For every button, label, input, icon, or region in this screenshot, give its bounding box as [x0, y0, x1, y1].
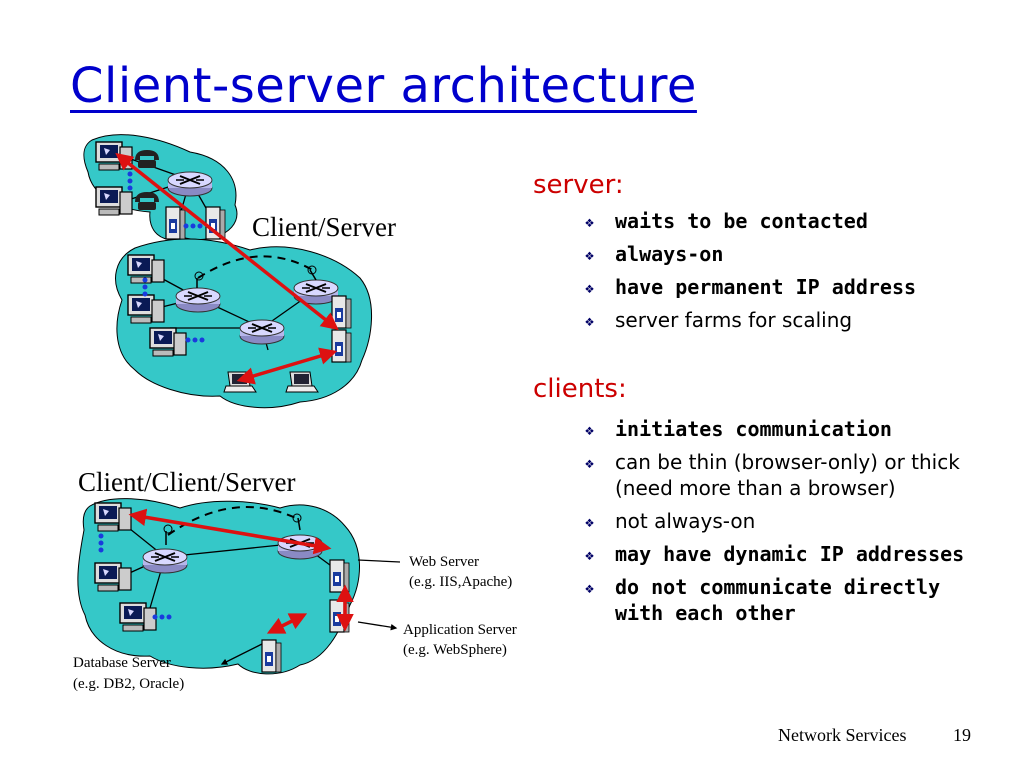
bullet-diamond-icon: ❖ [585, 312, 595, 330]
bullet-text: do not communicate directly with each ot… [615, 575, 941, 625]
bullet-text: may have dynamic IP addresses [615, 542, 965, 566]
bullet-item: ❖ always-on [585, 241, 985, 267]
application-server-label: Application Server (e.g. WebSphere) [403, 622, 520, 658]
client-client-server-label: Client/Client/Server [78, 467, 295, 497]
database-server-label: Database Server (e.g. DB2, Oracle) [73, 655, 184, 692]
bullet-text: server farms for scaling [615, 308, 853, 332]
web-server-label: Web Server (e.g. IIS,Apache) [409, 554, 512, 590]
bullet-item: ❖ server farms for scaling [585, 307, 985, 333]
bullet-diamond-icon: ❖ [585, 579, 595, 597]
clients-bullet-list: ❖ initiates communication ❖ can be thin (br… [585, 416, 985, 633]
bullet-diamond-icon: ❖ [585, 246, 595, 264]
bullet-text: waits to be contacted [615, 209, 868, 233]
bullet-item: ❖ can be thin (browser-only) or thick (ne… [585, 449, 985, 501]
bullet-item: ❖ may have dynamic IP addresses [585, 541, 985, 567]
slide-title: Client-server architecture [70, 58, 697, 114]
bullet-diamond-icon: ❖ [585, 421, 595, 439]
client-server-label: Client/Server [252, 212, 396, 242]
server-heading: server: [533, 170, 624, 200]
clients-heading: clients: [533, 374, 627, 404]
bullet-diamond-icon: ❖ [585, 546, 595, 564]
network-diagram: Client/Server Client/Client/Server Web S… [73, 134, 520, 692]
bullet-text: can be thin (browser-only) or thick (nee… [615, 450, 960, 500]
bullet-item: ❖ initiates communication [585, 416, 985, 442]
bullet-text: not always-on [615, 509, 756, 533]
bullet-diamond-icon: ❖ [585, 213, 595, 231]
footer-text: Network Services [778, 725, 907, 745]
bullet-item: ❖ do not communicate directly with each o… [585, 574, 985, 626]
bullet-diamond-icon: ❖ [585, 279, 595, 297]
bullet-text: initiates communication [615, 417, 892, 441]
bullet-item: ❖ waits to be contacted [585, 208, 985, 234]
server-bullet-list: ❖ waits to be contacted ❖ always-on ❖ have pe… [585, 208, 985, 340]
bullet-text: have permanent IP address [615, 275, 917, 299]
bullet-diamond-icon: ❖ [585, 454, 595, 472]
bullet-diamond-icon: ❖ [585, 513, 595, 531]
page-number: 19 [953, 725, 971, 745]
bullet-text: always-on [615, 242, 724, 266]
bullet-item: ❖ not always-on [585, 508, 985, 534]
bullet-item: ❖ have permanent IP address [585, 274, 985, 300]
